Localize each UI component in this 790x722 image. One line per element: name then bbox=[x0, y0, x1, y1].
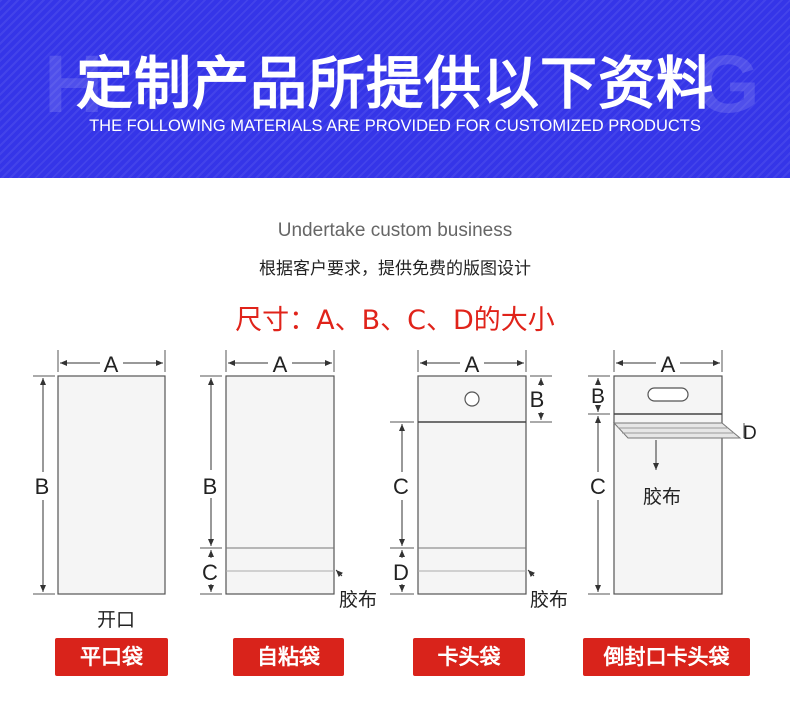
page-subtitle: THE FOLLOWING MATERIALS ARE PROVIDED FOR… bbox=[89, 117, 701, 135]
reverse-seal-bag-body bbox=[613, 375, 723, 595]
flat-bag-diagram: A B 开口 bbox=[33, 350, 166, 631]
dimension-a-label: A bbox=[104, 352, 119, 377]
dimension-a-label: A bbox=[661, 352, 676, 377]
bag-type-self-adhesive: 自粘袋 bbox=[233, 638, 344, 676]
hang-slot bbox=[647, 387, 689, 402]
bag-type-reverse-seal: 倒封口卡头袋 bbox=[583, 638, 750, 676]
dimension-c-label: C bbox=[590, 474, 606, 499]
banner-watermark: G bbox=[696, 39, 770, 130]
header-card-bag-body bbox=[417, 375, 527, 595]
bag-type-flat: 平口袋 bbox=[55, 638, 168, 676]
dimension-b-label: B bbox=[35, 474, 50, 499]
dimension-b-label: B bbox=[530, 387, 545, 412]
dimension-b-label: B bbox=[591, 385, 605, 408]
self-adhesive-bag-diagram: A B C 胶布 bbox=[200, 350, 377, 611]
banner-watermark: H bbox=[44, 39, 114, 130]
hang-hole bbox=[464, 391, 480, 407]
self-adhesive-bag-body bbox=[225, 375, 335, 595]
dimension-c-label: C bbox=[202, 560, 218, 585]
dimension-d-label: D bbox=[393, 560, 409, 585]
glue-pointer-arrow bbox=[335, 569, 344, 578]
dimension-d-label: D bbox=[743, 423, 757, 444]
opening-label: 开口 bbox=[97, 609, 135, 631]
header-card-bag-diagram: A B C D 胶布 bbox=[390, 350, 568, 611]
reverse-glue-flap bbox=[612, 422, 742, 439]
dimension-a-label: A bbox=[465, 352, 480, 377]
header-banner: H G 定制产品所提供以下资料 THE FOLLOWING MATERIALS … bbox=[0, 0, 790, 178]
reverse-seal-header-bag-diagram: A B C D 胶布 bbox=[588, 350, 757, 595]
glue-label: 胶布 bbox=[643, 486, 681, 508]
flat-bag-body bbox=[57, 375, 166, 595]
intro-chinese: 根据客户要求，提供免费的版图设计 bbox=[259, 259, 531, 279]
size-requirement: 尺寸：A、B、C、D的大小 bbox=[235, 305, 555, 336]
dimension-a-label: A bbox=[273, 352, 288, 377]
bag-type-header-card: 卡头袋 bbox=[413, 638, 525, 676]
intro-english: Undertake custom business bbox=[277, 220, 513, 241]
glue-pointer-arrow bbox=[527, 569, 536, 578]
page-title: 定制产品所提供以下资料 bbox=[76, 51, 714, 117]
dimension-b-label: B bbox=[203, 474, 218, 499]
glue-label: 胶布 bbox=[530, 589, 568, 611]
glue-label: 胶布 bbox=[339, 589, 377, 611]
dimension-c-label: C bbox=[393, 474, 409, 499]
